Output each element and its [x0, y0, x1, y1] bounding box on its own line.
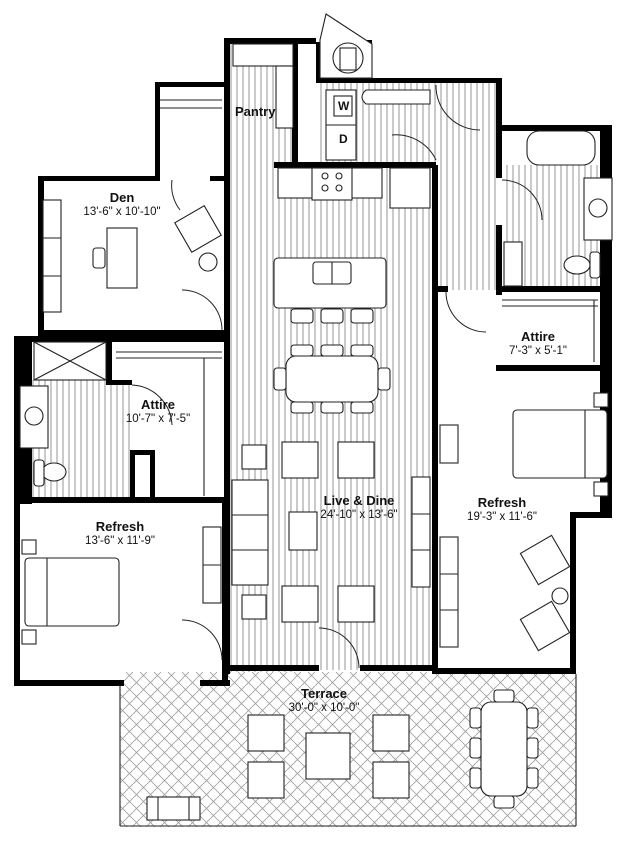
room-label-refresh-right: Refresh 19'-3" x 11'-6" [467, 495, 537, 524]
room-dimensions: 30'-0" x 10'-0" [288, 702, 360, 714]
door-swings [131, 84, 543, 669]
room-dimensions: 19'-3" x 11'-6" [467, 511, 537, 523]
room-label-pantry: Pantry [235, 104, 276, 119]
room-name: Attire [521, 329, 555, 344]
room-name: Den [109, 190, 135, 205]
room-dimensions: 10'-7" x 7'-5" [125, 413, 191, 425]
room-name: Attire [141, 397, 175, 412]
room-label-attire-left: Attire 10'-7" x 7'-5" [126, 397, 190, 426]
room-label-attire-right: Attire 7'-3" x 5'-1" [509, 329, 567, 358]
dryer-label: D [339, 132, 348, 146]
fixtures [19, 13, 613, 827]
room-name: Terrace [300, 686, 348, 701]
room-label-refresh-left: Refresh 13'-6" x 11'-9" [85, 519, 155, 548]
room-dimensions: 24'-10" x 13'-6" [320, 509, 398, 521]
room-name: Refresh [95, 519, 145, 534]
room-label-live-dine: Live & Dine 24'-10" x 13'-6" [320, 493, 397, 522]
room-dimensions: 7'-3" x 5'-1" [509, 345, 567, 357]
washer-label: W [338, 99, 350, 113]
room-label-terrace: Terrace 30'-0" x 10'-0" [289, 686, 360, 715]
room-name: Live & Dine [323, 493, 395, 508]
room-label-den: Den 13'-6" x 10'-10" [83, 190, 160, 219]
room-dimensions: 13'-6" x 11'-9" [85, 535, 155, 547]
room-name: Refresh [477, 495, 527, 510]
room-dimensions: 13'-6" x 10'-10" [83, 206, 161, 218]
